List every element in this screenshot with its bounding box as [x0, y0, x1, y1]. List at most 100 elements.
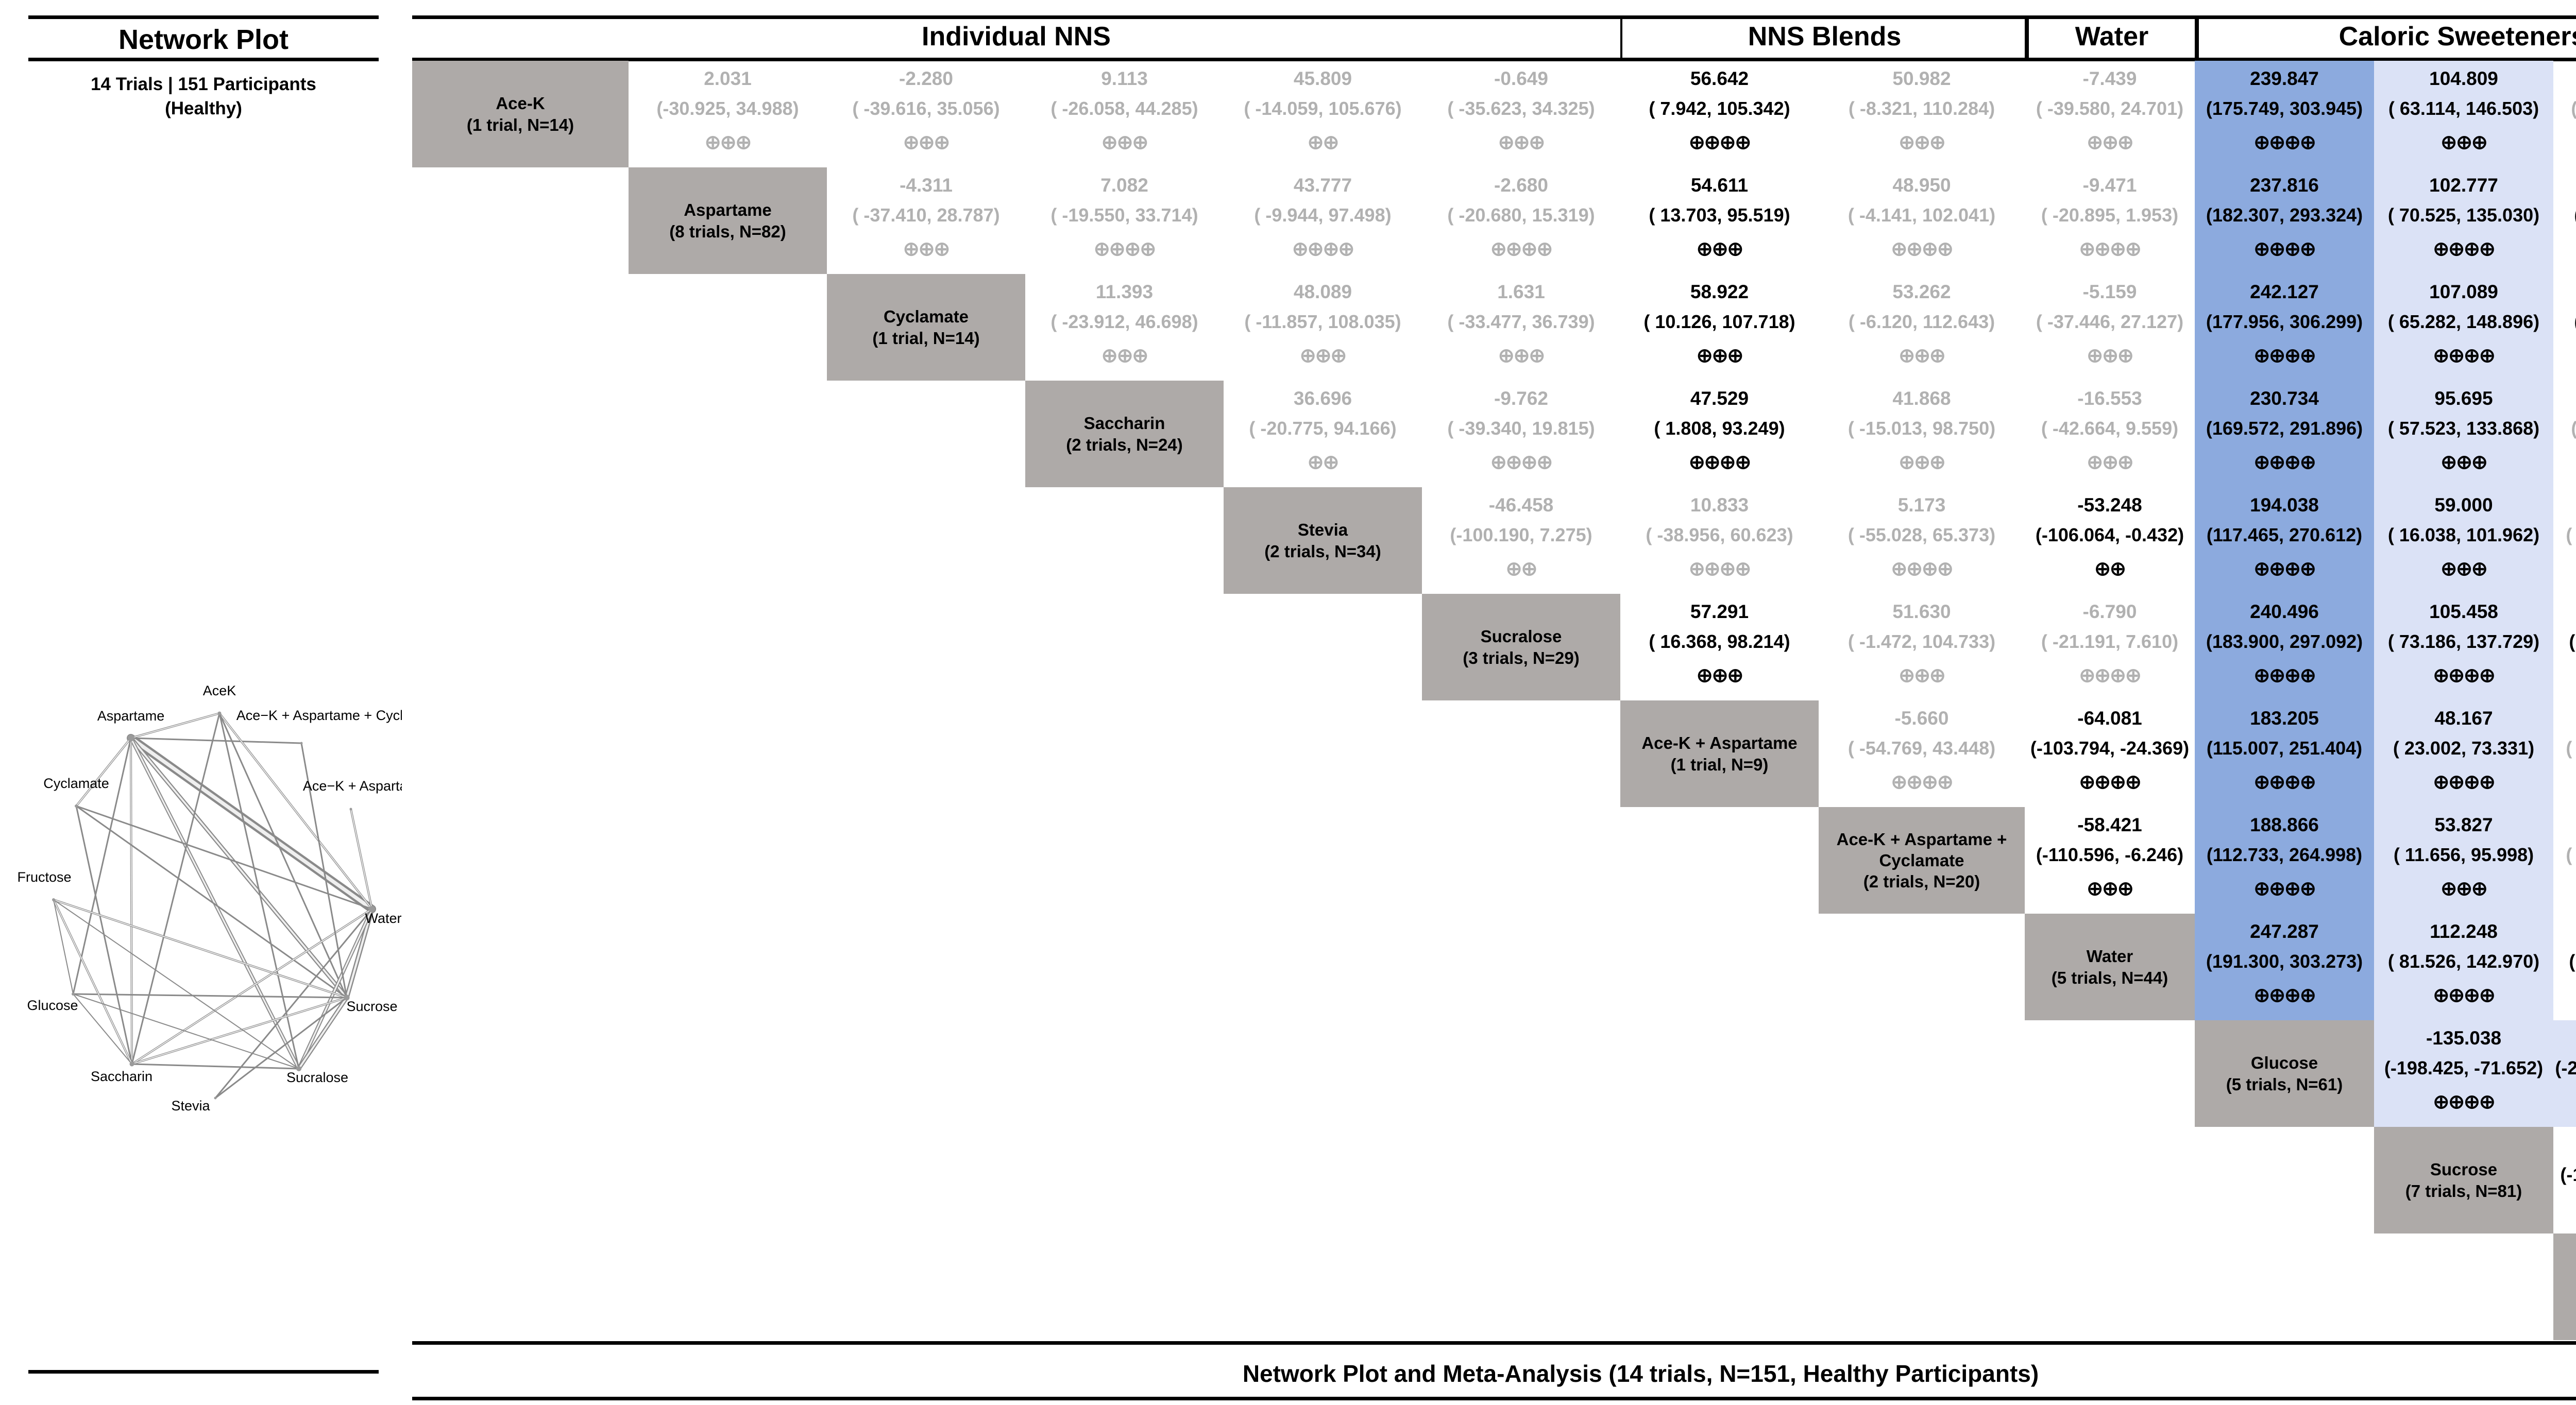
confidence-interval: ( -21.191, 7.610)	[2041, 631, 2179, 653]
cell-cyclamate-vs-ace-k-aspartame-cyclamate: 53.262( -6.120, 112.643)⊕⊕⊕	[1819, 274, 2025, 381]
cell-saccharin-vs-ace-k-aspartame-cyclamate: 41.868( -15.013, 98.750)⊕⊕⊕	[1819, 381, 2025, 487]
network-node-ace-k-aspartame-cyclamate	[300, 742, 303, 745]
left-header-rule	[28, 58, 379, 61]
treatment-trials: (3 trials, N=29)	[1463, 648, 1580, 667]
cell-aspartame-vs-stevia: 43.777( -9.944, 97.498)⊕⊕⊕⊕	[1224, 167, 1422, 274]
grade-certainty-icon: ⊕⊕⊕⊕	[2253, 771, 2316, 793]
network-edge-highlight	[298, 908, 373, 1070]
confidence-interval: ( -9.944, 97.498)	[1254, 204, 1392, 226]
confidence-interval: ( -39.340, 19.815)	[1447, 418, 1595, 439]
grade-certainty-icon: ⊕⊕⊕	[2087, 131, 2134, 153]
confidence-interval: ( 11.656, 95.998)	[2393, 844, 2534, 866]
grade-certainty-icon: ⊕⊕⊕	[1696, 238, 1744, 260]
diagonal-cell-ace-k-aspartame: Ace-K + Aspartame(1 trial, N=9)	[1620, 700, 1819, 807]
network-edge-highlight	[130, 738, 132, 1065]
network-node-stevia	[214, 1096, 217, 1100]
confidence-interval: ( -1.472, 104.733)	[1848, 631, 1996, 653]
network-edge	[130, 737, 302, 744]
cell-cyclamate-vs-sucrose: 107.089( 65.282, 148.896)⊕⊕⊕⊕	[2374, 274, 2553, 381]
effect-estimate: -5.159	[2082, 281, 2137, 302]
treatment-name: Water	[2086, 947, 2133, 966]
treatment-name: Stevia	[1297, 520, 1348, 540]
grade-certainty-icon: ⊕⊕⊕	[1899, 451, 1946, 473]
effect-estimate: 102.777	[2429, 175, 2498, 196]
cell-ace-k-vs-ace-k-aspartame-cyclamate: 50.982( -8.321, 110.284)⊕⊕⊕	[1819, 61, 2025, 167]
network-node-label-sucrose: Sucrose	[346, 999, 397, 1014]
effect-estimate: 57.291	[1690, 601, 1749, 622]
cell-aspartame-vs-ace-k-aspartame: 54.611( 13.703, 95.519)⊕⊕⊕	[1620, 167, 1819, 274]
effect-estimate: 183.205	[2250, 708, 2319, 729]
confidence-interval: ( 7.942, 105.342)	[1649, 98, 1790, 119]
confidence-interval: (182.307, 293.324)	[2206, 204, 2363, 226]
cell-aspartame-vs-ace-k-aspartame-cyclamate: 48.950( -4.141, 102.041)⊕⊕⊕⊕	[1819, 167, 2025, 274]
effect-estimate: 240.496	[2250, 601, 2319, 622]
effect-estimate: -2.680	[1494, 175, 1548, 196]
grade-certainty-icon: ⊕⊕⊕⊕	[2433, 771, 2495, 793]
cell-ace-k-aspartame-cyclamate-vs-sucrose: 53.827( 11.656, 95.998)⊕⊕⊕	[2374, 807, 2553, 914]
cell-stevia-vs-glucose: 194.038(117.465, 270.612)⊕⊕⊕⊕	[2195, 487, 2374, 594]
effect-estimate: 247.287	[2250, 921, 2319, 942]
grade-certainty-icon: ⊕⊕⊕⊕	[1292, 238, 1354, 260]
grade-certainty-icon: ⊕⊕⊕	[2087, 345, 2134, 367]
grade-certainty-icon: ⊕⊕⊕	[1498, 345, 1546, 367]
cell-ace-k-vs-aspartame: 2.031(-30.925, 34.988)⊕⊕⊕	[629, 61, 827, 167]
confidence-interval: (112.733, 264.998)	[2206, 844, 2363, 866]
network-node-label-ace-k-aspartame: Ace−K + Aspartame	[303, 778, 402, 794]
effect-estimate: -16.553	[2077, 388, 2142, 409]
network-node-fructose	[52, 898, 55, 901]
confidence-interval: ( 63.114, 146.503)	[2388, 98, 2539, 119]
cell-ace-k-vs-stevia: 45.809( -14.059, 105.676)⊕⊕	[1224, 61, 1422, 167]
grade-certainty-icon: ⊕⊕⊕	[1899, 131, 1946, 153]
confidence-interval: ( -26.058, 44.285)	[1050, 98, 1198, 119]
cell-water-vs-fructose: 47.993( 20.043, 75.943)⊕⊕⊕⊕	[2553, 914, 2576, 1020]
confidence-interval: ( -33.477, 36.739)	[1447, 311, 1595, 333]
confidence-interval: ( 17.206, 65.199)	[2569, 631, 2576, 653]
diagonal-cell-water: Water(5 trials, N=44)	[2025, 914, 2195, 1020]
grade-certainty-icon: ⊕⊕⊕⊕	[2253, 558, 2316, 580]
confidence-interval: (117.465, 270.612)	[2206, 524, 2363, 546]
effect-estimate: -135.038	[2426, 1027, 2502, 1049]
cell-stevia-vs-ace-k-aspartame: 10.833( -38.956, 60.623)⊕⊕⊕⊕	[1620, 487, 1819, 594]
table-top-rule	[412, 15, 2576, 19]
cell-sucralose-vs-water: -6.790( -21.191, 7.610)⊕⊕⊕⊕	[2025, 594, 2195, 700]
network-node-sucrose	[344, 995, 350, 1001]
effect-estimate: 2.031	[704, 68, 752, 89]
cell-ace-k-aspartame-cyclamate-vs-water: -58.421(-110.596, -6.246)⊕⊕⊕	[2025, 807, 2195, 914]
network-node-label-acek: AceK	[203, 683, 236, 698]
cell-stevia-vs-sucrose: 59.000( 16.038, 101.962)⊕⊕⊕	[2374, 487, 2553, 594]
cell-cyclamate-vs-water: -5.159( -37.446, 27.127)⊕⊕⊕	[2025, 274, 2195, 381]
cell-ace-k-vs-saccharin: 9.113( -26.058, 44.285)⊕⊕⊕	[1025, 61, 1224, 167]
cell-sucralose-vs-glucose: 240.496(183.900, 297.092)⊕⊕⊕⊕	[2195, 594, 2374, 700]
network-node-aspartame	[127, 734, 134, 742]
cell-cyclamate-vs-fructose: 42.833( 0.345, 85.321)⊕⊕⊕⊕	[2553, 274, 2576, 381]
network-node-water	[369, 906, 375, 912]
left-top-rule	[28, 15, 379, 19]
cell-saccharin-vs-fructose: 31.440( -6.609, 69.490)⊕⊕⊕	[2553, 381, 2576, 487]
confidence-interval: ( -64.012, 53.502)	[2566, 524, 2576, 546]
effect-estimate: 107.089	[2429, 281, 2498, 302]
grade-certainty-icon: ⊕⊕⊕	[2087, 451, 2134, 473]
treatment-name: Ace-K + Aspartame	[1641, 733, 1798, 753]
cell-ace-k-vs-cyclamate: -2.280( -39.616, 35.056)⊕⊕⊕	[827, 61, 1025, 167]
grade-certainty-icon: ⊕⊕⊕⊕	[2253, 984, 2316, 1006]
confidence-interval: ( -63.416, 31.239)	[2566, 738, 2576, 759]
grade-certainty-icon: ⊕⊕⊕⊕	[2433, 1091, 2495, 1113]
cell-aspartame-vs-sucralose: -2.680( -20.680, 15.319)⊕⊕⊕⊕	[1422, 167, 1620, 274]
network-edge-highlight	[130, 713, 220, 739]
grade-certainty-icon: ⊕⊕⊕	[1696, 345, 1744, 367]
left-bottom-rule	[28, 1370, 379, 1374]
effect-estimate: 59.000	[2434, 494, 2493, 516]
confidence-interval: (-103.794, -24.369)	[2030, 738, 2190, 759]
effect-estimate: 53.827	[2434, 814, 2493, 835]
effect-estimate: -2.280	[899, 68, 953, 89]
grade-certainty-icon: ⊕⊕⊕⊕	[1688, 451, 1751, 473]
cell-aspartame-vs-glucose: 237.816(182.307, 293.324)⊕⊕⊕⊕	[2195, 167, 2374, 274]
grade-certainty-icon: ⊕⊕⊕⊕	[2433, 664, 2495, 687]
treatment-name: Glucose	[2250, 1053, 2318, 1073]
trials-participants-line: 14 Trials | 151 Participants	[91, 74, 316, 94]
confidence-interval: (-30.925, 34.988)	[656, 98, 799, 119]
cell-cyclamate-vs-ace-k-aspartame: 58.922( 10.126, 107.718)⊕⊕⊕	[1620, 274, 1819, 381]
cell-aspartame-vs-fructose: 38.522( 8.565, 68.479)⊕⊕⊕⊕	[2553, 167, 2576, 274]
